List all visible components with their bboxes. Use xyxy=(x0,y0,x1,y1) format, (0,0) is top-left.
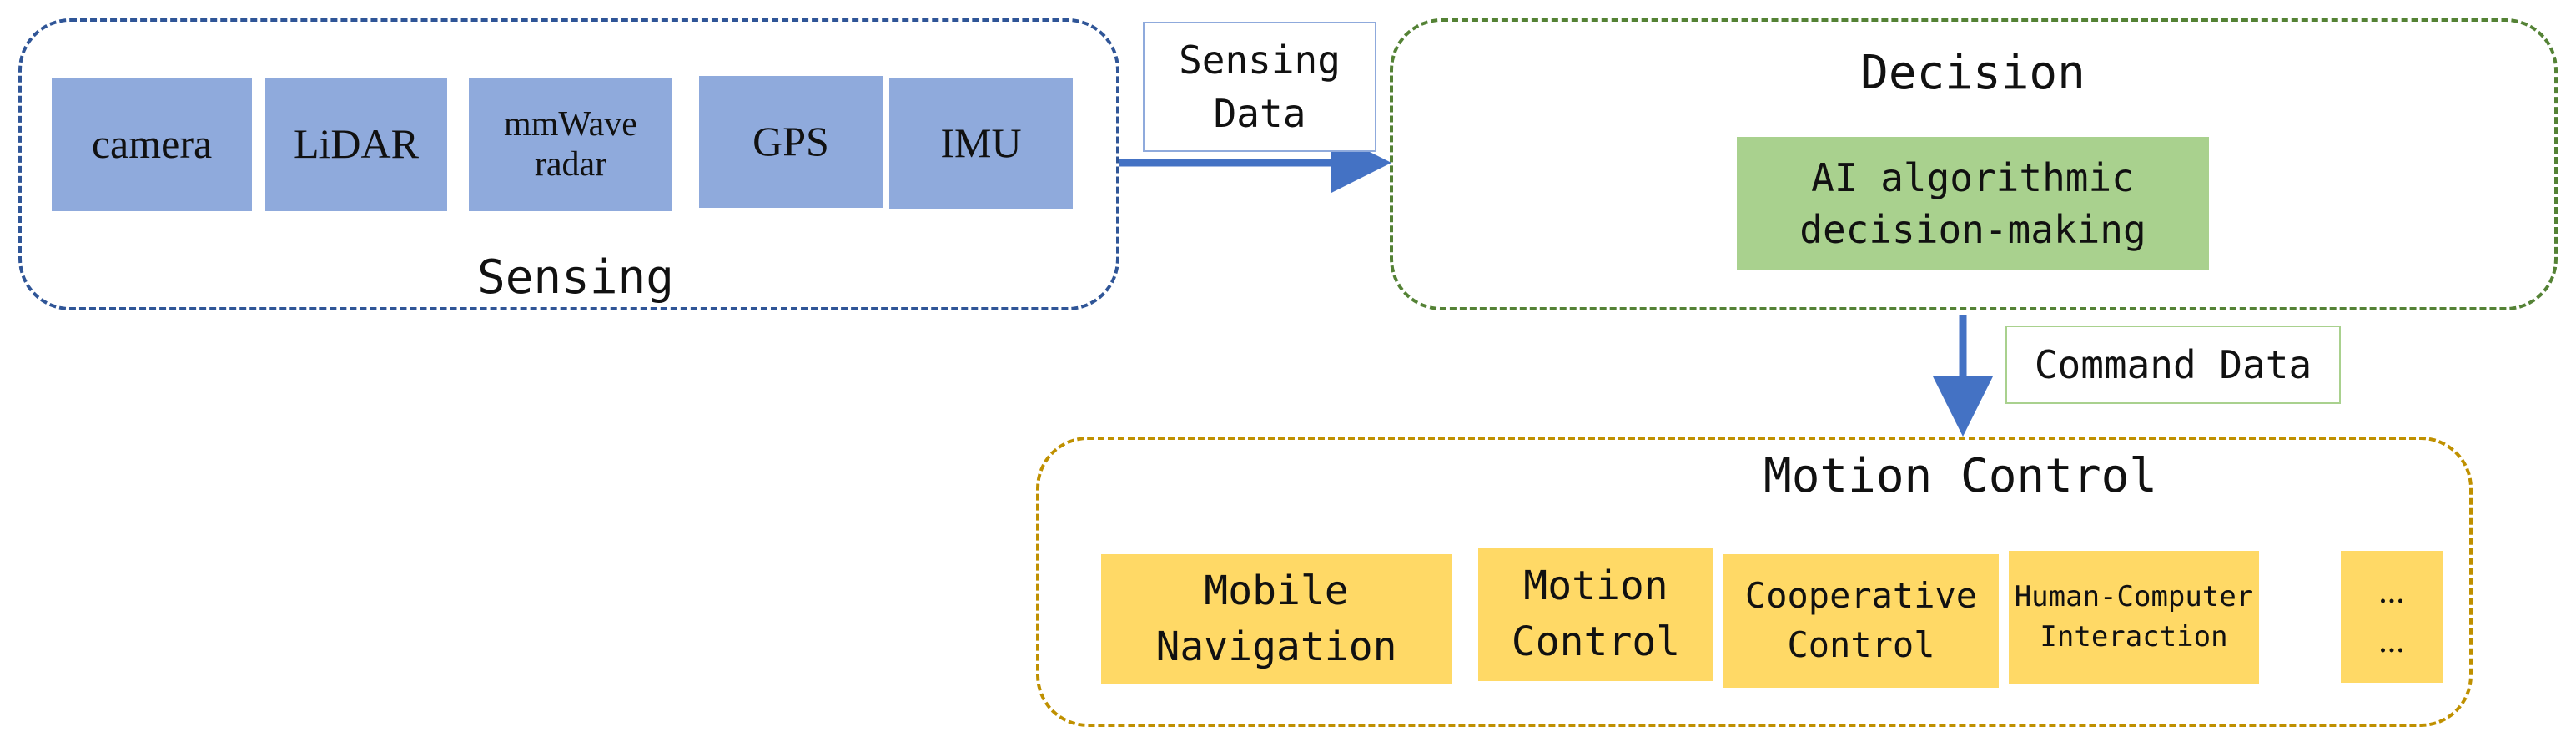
command-data-label: Command Data xyxy=(2005,326,2341,404)
decision-title: Decision xyxy=(1860,46,2085,100)
motion-item-human-computer-interaction: Human-Computer Interaction xyxy=(2009,551,2259,684)
sensor-gps: GPS xyxy=(699,76,883,208)
sensing-data-label: Sensing Data xyxy=(1143,22,1376,152)
motion-item-motion-control: Motion Control xyxy=(1478,548,1713,681)
motion-control-title: Motion Control xyxy=(1763,449,2157,503)
motion-item-more: ... ... xyxy=(2341,551,2443,683)
sensor-camera: camera xyxy=(52,78,252,211)
motion-control-group xyxy=(1036,437,2473,727)
ai-decision-module: AI algorithmic decision-making xyxy=(1737,137,2209,270)
motion-item-cooperative-control: Cooperative Control xyxy=(1723,554,1999,688)
sensor-mmwave-radar: mmWave radar xyxy=(469,78,672,211)
sensor-imu: IMU xyxy=(889,78,1073,209)
sensing-title: Sensing xyxy=(476,250,674,305)
motion-item-mobile-navigation: Mobile Navigation xyxy=(1101,554,1452,684)
decision-group xyxy=(1390,18,2558,310)
sensing-group xyxy=(18,18,1119,310)
sensor-lidar: LiDAR xyxy=(265,78,447,211)
